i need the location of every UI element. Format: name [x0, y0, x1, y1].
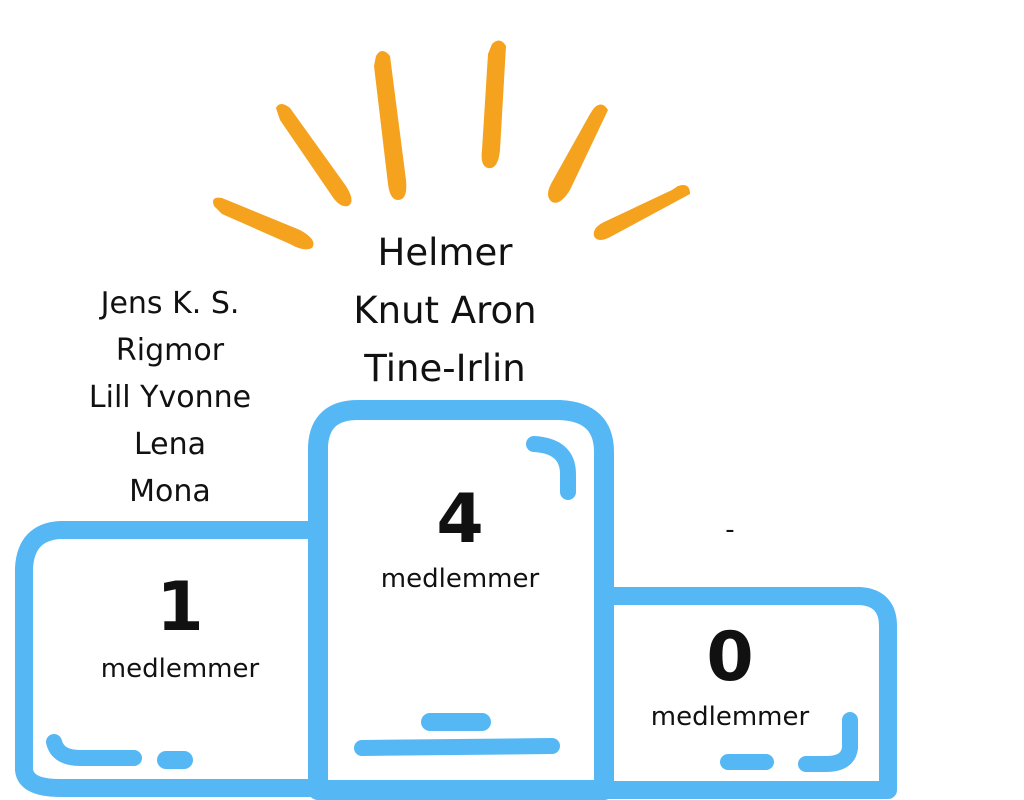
member-unit-first: medlemmer: [380, 564, 540, 594]
names-first-place: Helmer Knut Aron Tine-Irlin: [310, 224, 580, 398]
member-name: Helmer: [377, 231, 513, 274]
member-name: -: [725, 515, 735, 545]
member-name: Lena: [133, 427, 207, 462]
names-second-place: Jens K. S. Rigmor Lill Yvonne Lena Mona: [60, 280, 280, 515]
sun-ray: [548, 104, 608, 203]
member-count-first: 4: [436, 480, 484, 559]
sun-ray: [593, 185, 690, 240]
sun-ray: [374, 51, 407, 200]
member-name: Jens K. S.: [100, 286, 240, 321]
member-count-third: 0: [706, 618, 754, 697]
sun-rays-icon: [213, 40, 690, 250]
member-count-second: 1: [156, 568, 204, 647]
podium-right-block: [597, 587, 897, 799]
podium-center-block: [308, 400, 614, 800]
member-unit-third: medlemmer: [650, 702, 810, 732]
sun-ray: [213, 197, 314, 250]
sun-ray: [481, 40, 506, 169]
member-name: Knut Aron: [353, 289, 537, 332]
member-name: Tine-Irlin: [364, 347, 526, 390]
podium-left-block: [15, 521, 327, 797]
sun-ray: [276, 104, 352, 207]
member-name: Mona: [129, 474, 211, 509]
member-name: Rigmor: [115, 333, 225, 368]
names-third-place: -: [680, 510, 780, 550]
member-name: Lill Yvonne: [88, 380, 252, 415]
member-unit-second: medlemmer: [100, 654, 260, 684]
